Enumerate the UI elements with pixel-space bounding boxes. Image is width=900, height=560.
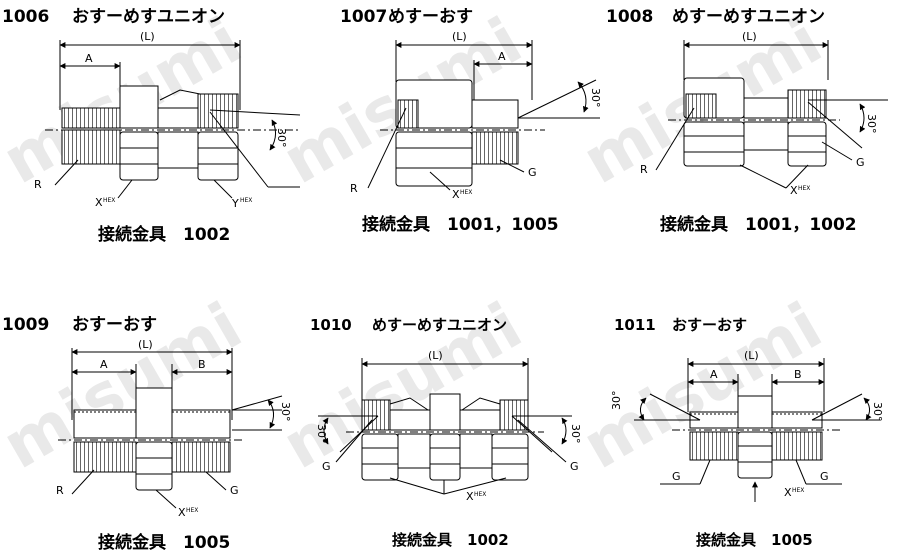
callout-hex: HEX [186, 507, 198, 514]
panel-caption: 接続金具 1002 [392, 531, 509, 549]
panel-1008: 1008 めすーめすユニオン (L) 30° R X HEX G 接続金具 10… [606, 7, 888, 235]
dim-label-b: B [198, 358, 206, 371]
callout-hex: HEX [792, 487, 804, 494]
angle-label: 30° [610, 391, 623, 411]
callout-x: X [466, 490, 474, 503]
callout-x: X [452, 188, 460, 201]
callout-g: G [570, 460, 579, 473]
panel-name: おすーおす [672, 316, 747, 334]
callout-hex: HEX [798, 185, 810, 192]
angle-label: 30° [871, 402, 884, 422]
callout-hex: HEX [240, 197, 252, 204]
panel-caption: 接続金具 1002 [98, 224, 230, 245]
callout-x: X [178, 506, 186, 519]
panel-number: 1010 [310, 316, 352, 334]
dim-label-b: B [794, 368, 802, 381]
panel-1009: 1009 おすーおす (L) A B 30° R X HEX G 接続 [2, 315, 292, 553]
dim-label-l: (L) [138, 338, 153, 351]
panel-number: 1008 [606, 7, 653, 27]
panel-number: 1007 [340, 7, 387, 27]
panel-name: おすーおす [72, 315, 157, 335]
panel-number: 1006 [2, 7, 49, 27]
panel-name: おすーめすユニオン [72, 7, 225, 27]
callout-g: G [856, 156, 865, 169]
callout-r: R [56, 484, 64, 497]
panel-caption: 接続金具 1001，1002 [660, 214, 857, 235]
dim-label-a: A [85, 52, 93, 65]
dim-label-l: (L) [428, 349, 443, 362]
callout-hex: HEX [103, 197, 115, 204]
callout-r: R [640, 163, 648, 176]
angle-label: 30° [279, 402, 292, 422]
panel-1011: 1011 おすーおす (L) A B 30° 30° G X [610, 316, 884, 549]
callout-x: X [95, 196, 103, 209]
dim-label-l: (L) [140, 30, 155, 43]
panel-1006: 1006 おすーめすユニオン (L) A 30° R X [2, 7, 301, 245]
callout-g: G [528, 166, 537, 179]
dim-label-l: (L) [452, 30, 467, 43]
callout-g: G [322, 460, 331, 473]
angle-label: 30° [275, 128, 288, 148]
callout-g: G [672, 470, 681, 483]
callout-x: X [784, 486, 792, 499]
panel-caption: 接続金具 1001，1005 [362, 214, 559, 235]
panel-number: 1009 [2, 315, 49, 335]
angle-label: 30° [589, 88, 602, 108]
callout-y: Y [231, 197, 239, 210]
dim-label-a: A [710, 368, 718, 381]
callout-hex: HEX [474, 491, 486, 498]
dim-label-l: (L) [744, 349, 759, 362]
callout-r: R [34, 178, 42, 191]
callout-hex: HEX [460, 189, 472, 196]
callout-r: R [350, 182, 358, 195]
callout-g: G [230, 484, 239, 497]
panel-caption: 接続金具 1005 [696, 531, 813, 549]
angle-label: 30° [865, 114, 878, 134]
angle-label: 30° [569, 424, 582, 444]
panel-name: めすーめすユニオン [672, 7, 825, 27]
dim-label-a: A [498, 50, 506, 63]
angle-label: 30° [315, 424, 328, 444]
panel-caption: 接続金具 1005 [98, 532, 230, 553]
panel-1010: 1010 めすーめすユニオン (L) 30° 30° G [310, 316, 582, 549]
dim-label-a: A [100, 358, 108, 371]
panel-number: 1011 [614, 316, 656, 334]
callout-x: X [790, 184, 798, 197]
panel-1007: 1007 めすーおす (L) A 30° R X HEX G 接続金具 1001… [340, 7, 602, 235]
callout-g: G [820, 470, 829, 483]
dim-label-l: (L) [742, 30, 757, 43]
panel-name: めすーめすユニオン [372, 316, 507, 334]
panel-name: めすーおす [388, 7, 473, 27]
